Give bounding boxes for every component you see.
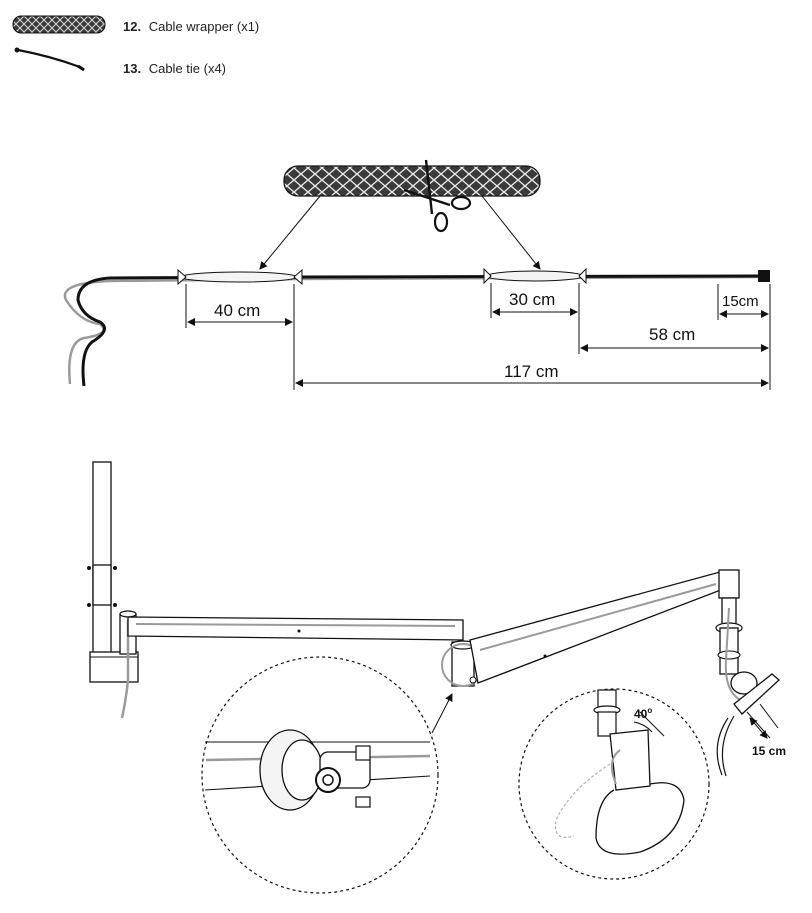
- angle-value: 40: [634, 707, 648, 721]
- elbow-joint: [441, 640, 485, 687]
- wrapped-section-2: [483, 267, 587, 285]
- cable-tie-icon: [14, 47, 85, 72]
- dimension-label: 40 cm: [214, 301, 260, 320]
- angle-unit: o: [647, 706, 652, 715]
- lower-arm: [127, 616, 464, 641]
- cable-connector: [758, 270, 770, 282]
- pole: [92, 461, 112, 655]
- part-label: Cable tie (x4): [149, 61, 226, 76]
- dimension-label: 117 cm: [504, 362, 559, 381]
- part-item: 13. Cable tie (x4): [14, 47, 226, 76]
- end-joint: [715, 569, 758, 701]
- scissors-icon: [403, 159, 472, 233]
- leader-arrow: [481, 195, 541, 270]
- part-item: 12. Cable wrapper (x1): [12, 15, 259, 34]
- monitor-bracket: 15 cm: [716, 673, 786, 777]
- svg-text:12. Cable wrapper (x1): 12. Cable wrapper (x1): [123, 19, 259, 34]
- upper-arm: [469, 571, 727, 684]
- wrapped-section-1: [177, 268, 303, 286]
- cable-diagram: 40 cm 30 cm 15cm 58 cm 117 cm: [63, 159, 771, 390]
- part-label: Cable wrapper (x1): [149, 19, 260, 34]
- dimension-label: 15cm: [722, 293, 759, 310]
- dimension-label: 30 cm: [509, 290, 555, 309]
- grey-cable: [63, 275, 771, 385]
- cable-wrapper-illustration: [283, 165, 541, 197]
- dimension-line-15cm-arm: [749, 717, 768, 739]
- extension-lines: [185, 283, 771, 390]
- cable-wrapper-icon: [12, 15, 106, 34]
- svg-text:13. Cable tie (x4): 13. Cable tie (x4): [123, 61, 226, 76]
- detail-callout-elbow: [201, 656, 439, 894]
- black-cable: [76, 274, 767, 387]
- callout-arrow: [431, 693, 453, 734]
- leader-arrow: [259, 195, 321, 270]
- part-number: 12.: [123, 19, 141, 34]
- parts-list: 12. Cable wrapper (x1) 13. Cable tie (x4…: [12, 15, 259, 76]
- dimension-label: 58 cm: [649, 325, 695, 344]
- part-number: 13.: [123, 61, 141, 76]
- detail-callout-bracket: 40o: [518, 688, 710, 880]
- angle-label: 40o: [634, 706, 652, 721]
- dimension-label: 15 cm: [752, 744, 786, 758]
- monitor-arm-diagram: 15 cm: [87, 461, 786, 894]
